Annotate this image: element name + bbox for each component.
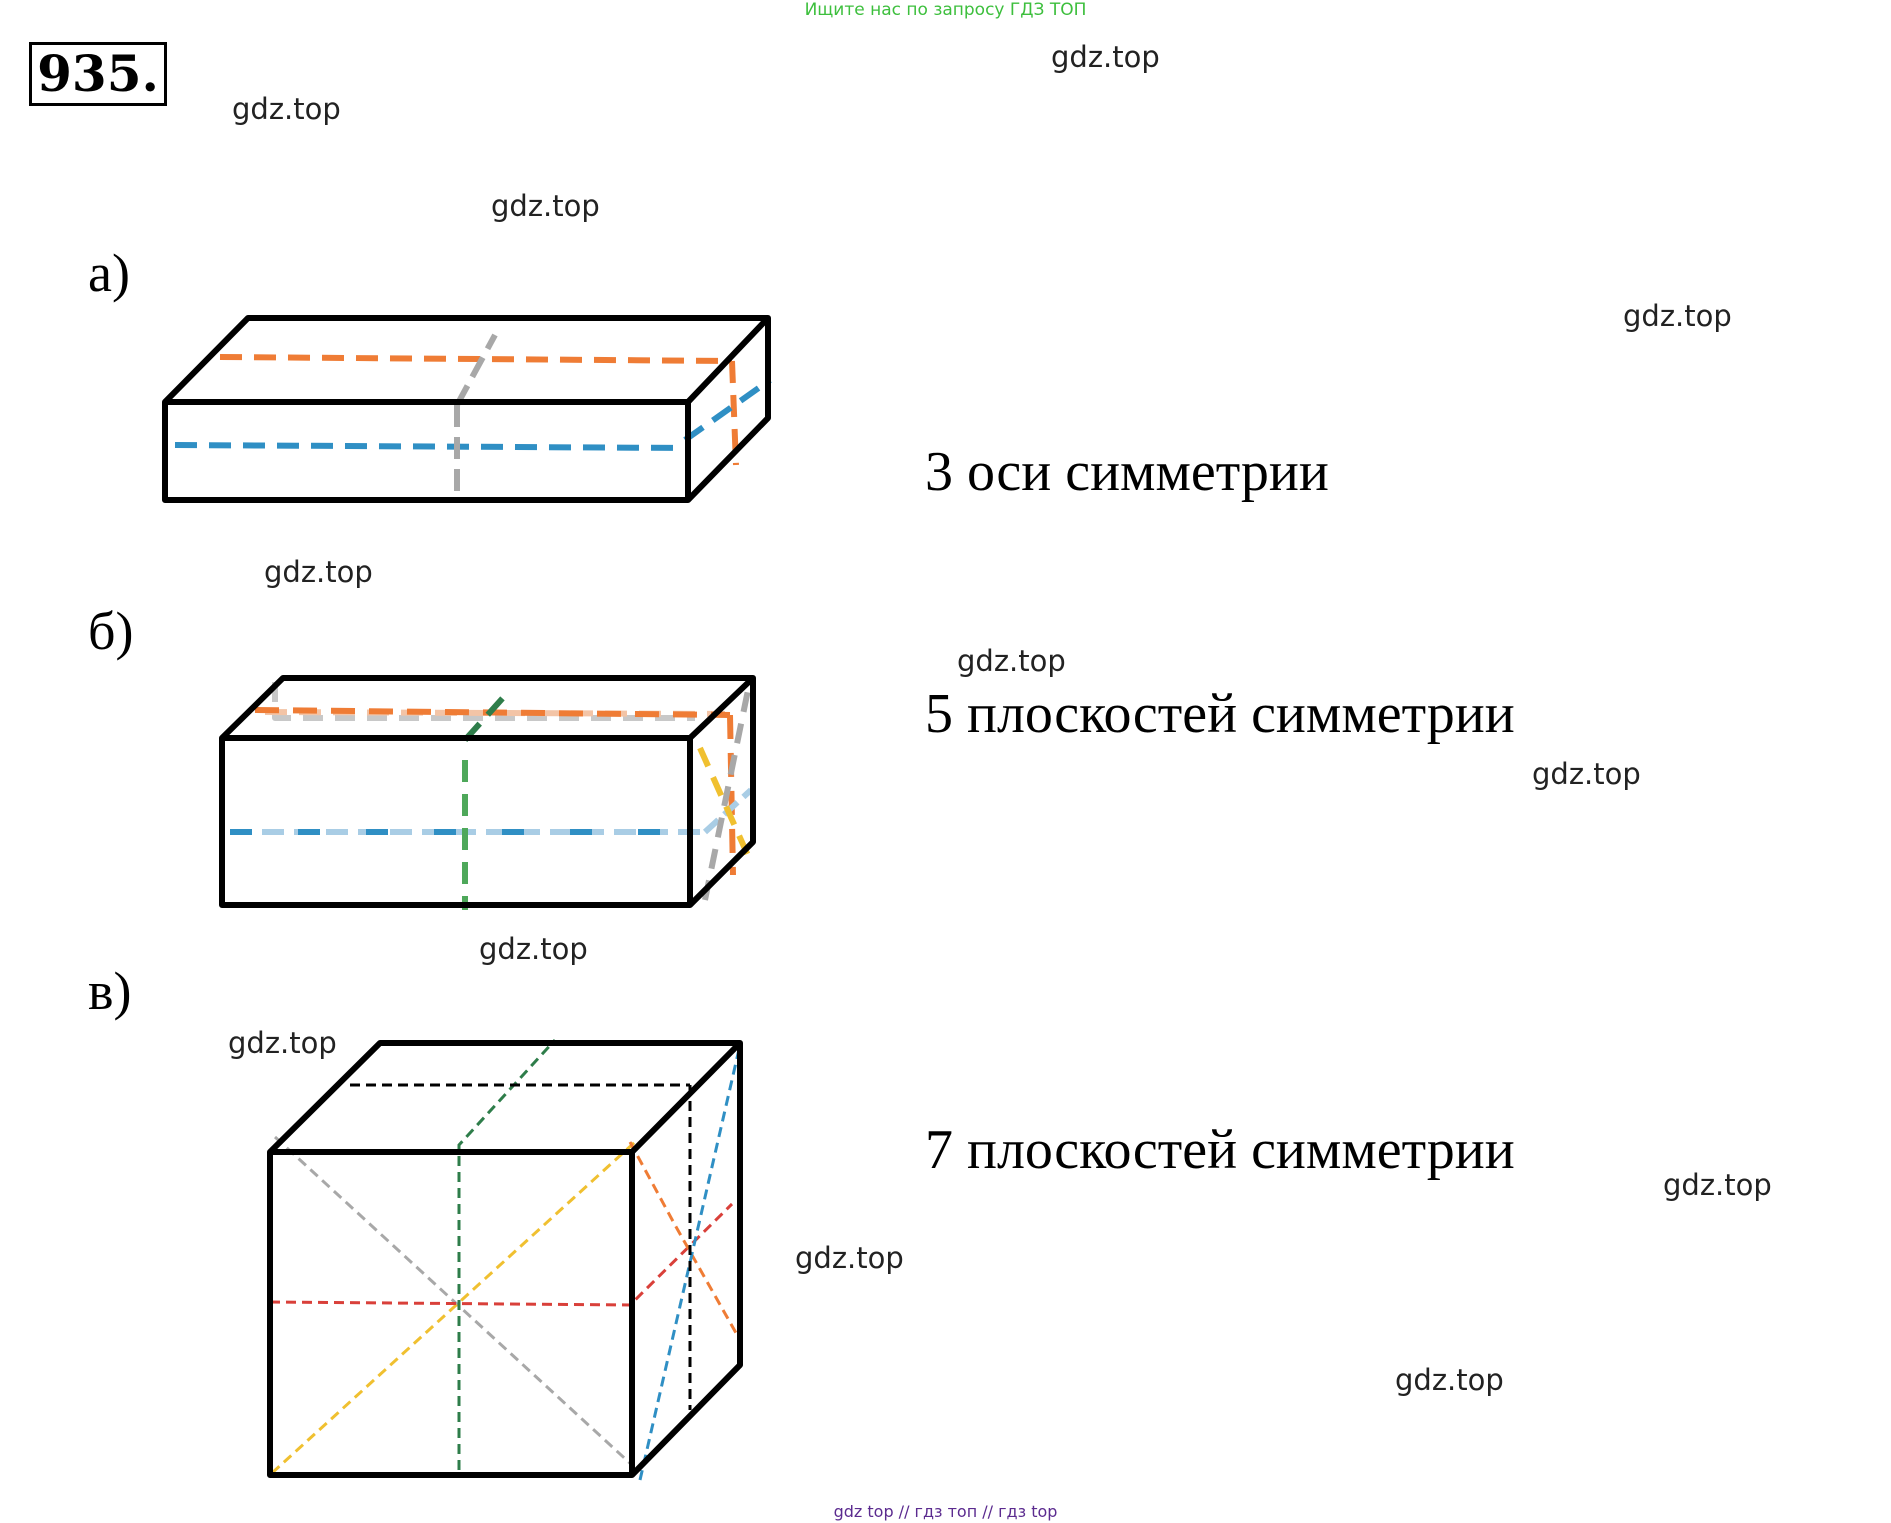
- problem-number: 935.: [29, 42, 167, 106]
- plane-orange: [628, 1141, 742, 1341]
- answer-a: 3 оси симметрии: [925, 441, 1329, 503]
- answer-c: 7 плоскостей симметрии: [925, 1119, 1515, 1181]
- axis-blue: [683, 377, 772, 443]
- answer-b: 5 плоскостей симметрии: [925, 683, 1515, 745]
- footer: gdz top // гдз топ // гдз top: [833, 1502, 1058, 1521]
- plane-gray: [702, 689, 751, 901]
- watermark: gdz.top: [1663, 1168, 1772, 1202]
- top-banner: Ищите нас по запросу ГДЗ ТОП: [804, 0, 1087, 20]
- watermark: gdz.top: [1532, 757, 1641, 791]
- box-edges: [162, 315, 771, 503]
- plane-green: [457, 1038, 557, 1470]
- plane-yellow: [270, 1140, 637, 1475]
- watermark: gdz.top: [491, 189, 600, 223]
- figure-b-box-planes: [219, 675, 756, 910]
- figure-a-box-axes: [162, 315, 772, 503]
- watermark: gdz.top: [479, 932, 588, 966]
- box-edges: [219, 675, 756, 908]
- cube-edges: [270, 1040, 743, 1155]
- plane-blue: [638, 1044, 742, 1481]
- plane-gray: [273, 1135, 634, 1467]
- part-label-b: б): [88, 601, 134, 661]
- part-label-a: а): [88, 243, 130, 303]
- plane-orange: [727, 714, 736, 876]
- cube-edges: [267, 1040, 743, 1478]
- watermark: gdz.top: [232, 92, 341, 126]
- plane-gray: [272, 682, 695, 721]
- part-label-c: в): [88, 961, 132, 1021]
- watermark: gdz.top: [957, 644, 1066, 678]
- watermark: gdz.top: [1395, 1363, 1504, 1397]
- axis-blue: [174, 442, 686, 451]
- plane-yellow: [697, 746, 753, 862]
- watermark: gdz.top: [264, 555, 373, 589]
- axis-orange: [219, 354, 733, 364]
- figure-c-cube-planes: [267, 1038, 743, 1481]
- watermark: gdz.top: [228, 1026, 337, 1060]
- plane-darkgreen: [462, 687, 513, 743]
- watermark: gdz.top: [1051, 40, 1160, 74]
- watermark: gdz.top: [795, 1241, 904, 1275]
- watermark: gdz.top: [1623, 299, 1732, 333]
- plane-red: [269, 1202, 734, 1307]
- axis-gray: [454, 333, 498, 407]
